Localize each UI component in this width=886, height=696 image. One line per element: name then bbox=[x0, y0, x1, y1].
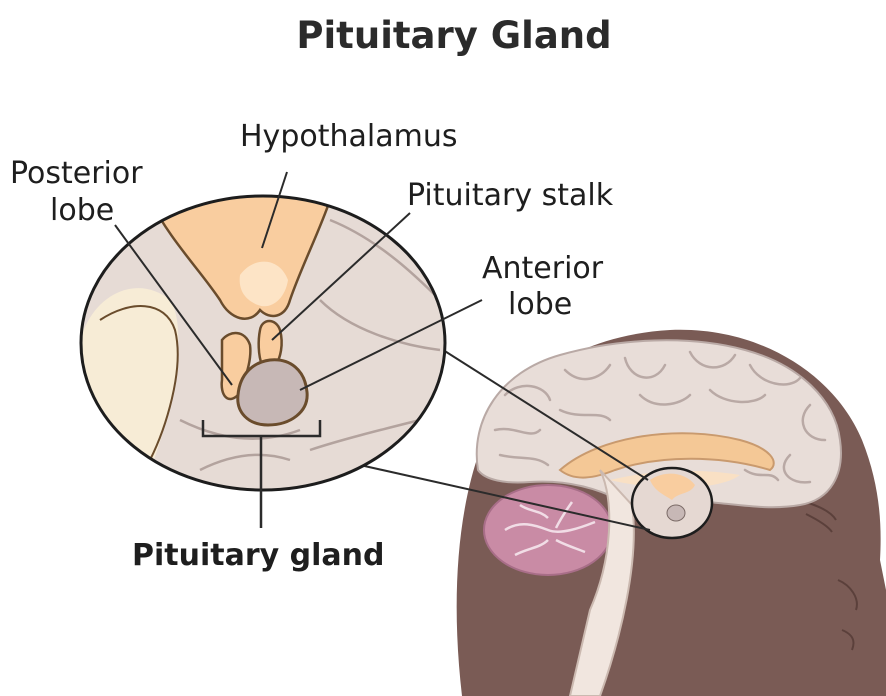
label-anterior-lobe-line1: Anterior bbox=[482, 251, 604, 286]
label-posterior-lobe-line1: Posterior bbox=[10, 156, 143, 191]
label-pituitary-stalk: Pituitary stalk bbox=[407, 178, 614, 213]
pituitary-stalk-shape bbox=[259, 321, 282, 365]
label-anterior-lobe-line2: lobe bbox=[508, 287, 572, 322]
cerebellum bbox=[484, 485, 612, 575]
pituitary-gland-body bbox=[238, 360, 307, 425]
diagram-title: Pituitary Gland bbox=[296, 14, 611, 57]
label-hypothalamus: Hypothalamus bbox=[240, 119, 457, 154]
label-pituitary-gland: Pituitary gland bbox=[132, 538, 384, 573]
magnified-inset bbox=[80, 193, 445, 491]
label-posterior-lobe-line2: lobe bbox=[50, 193, 114, 228]
